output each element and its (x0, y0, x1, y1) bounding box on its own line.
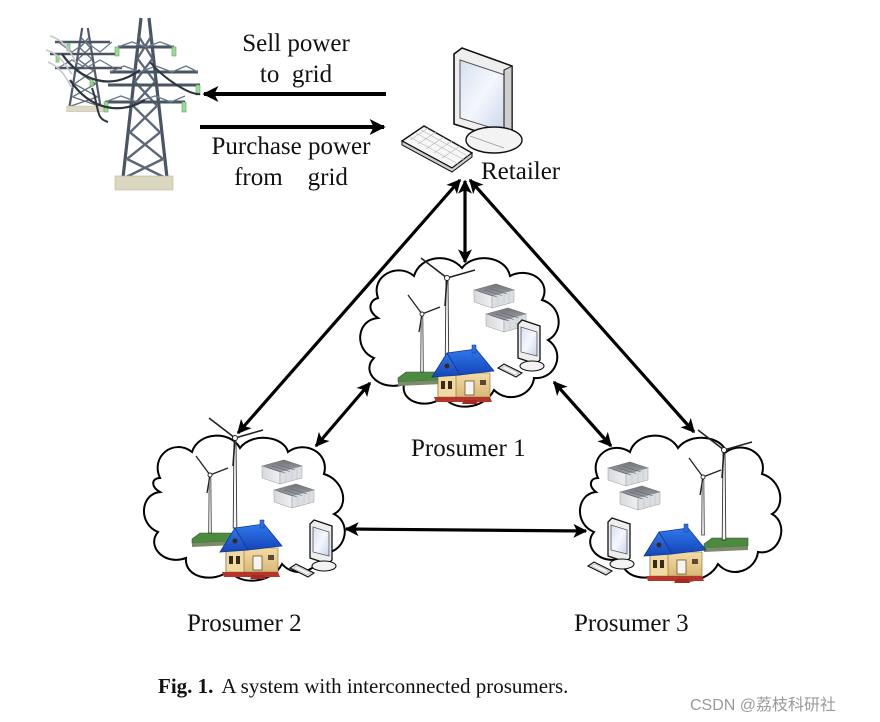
sell-power-label: Sell power to grid (216, 28, 376, 90)
purchase-power-label: Purchase power from grid (196, 131, 386, 193)
prosumer-3-cloud (579, 429, 783, 584)
purchase-power-label-line2: from grid (234, 164, 348, 191)
link-prosumer1-prosumer2 (314, 381, 372, 448)
prosumer-3-label: Prosumer 3 (574, 610, 689, 637)
transmission-tower-icon (45, 18, 201, 191)
prosumer-1-label: Prosumer 1 (411, 435, 526, 462)
link-retailer-prosumer2 (236, 178, 462, 435)
link-prosumer1-prosumer3 (552, 380, 613, 448)
prosumer-2-label: Prosumer 2 (187, 610, 302, 637)
retailer-computer-icon (400, 47, 523, 173)
figure-caption-prefix: Fig. 1. (158, 674, 214, 698)
watermark: CSDN @荔枝科研社 (690, 697, 837, 714)
sell-power-label-line1: Sell power (242, 30, 350, 57)
figure-caption: Fig. 1. A system with interconnected pros… (158, 674, 568, 699)
prosumer-2-cloud (143, 417, 346, 582)
prosumer-1-cloud (359, 257, 560, 408)
sell-power-label-line2: to grid (259, 61, 333, 88)
link-retailer-prosumer3 (468, 178, 696, 434)
figure-caption-text: A system with interconnected prosumers. (221, 674, 569, 698)
purchase-power-label-line1: Purchase power (211, 133, 371, 160)
retailer-label: Retailer (481, 158, 561, 185)
link-prosumer2-prosumer3 (344, 522, 588, 538)
